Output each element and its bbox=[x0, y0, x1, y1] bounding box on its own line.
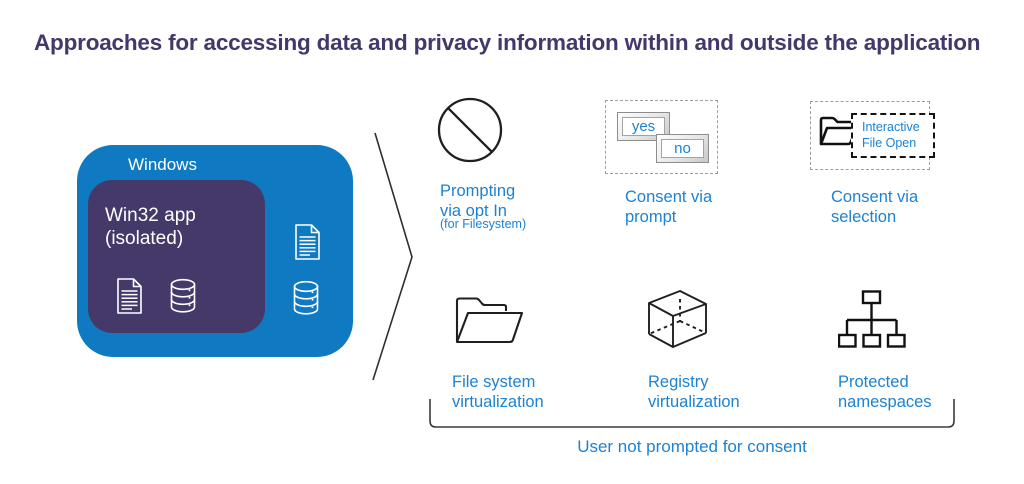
sublabel-for-filesystem: (for Filesystem) bbox=[440, 217, 527, 231]
interactive-file-open-label: Interactive File Open bbox=[862, 120, 920, 150]
no-entry-icon bbox=[437, 97, 503, 163]
database-icon bbox=[170, 278, 196, 313]
yes-button-label: yes bbox=[622, 117, 665, 136]
open-folder-icon bbox=[455, 297, 524, 344]
page-title: Approaches for accessing data and privac… bbox=[34, 30, 981, 55]
label-file-system-virtualization: File system virtualization bbox=[452, 373, 544, 411]
cube-icon bbox=[648, 290, 707, 348]
chevron-separator bbox=[372, 132, 413, 381]
consent-via-selection-group: Interactive File Open bbox=[810, 101, 935, 170]
no-button-illustration: no bbox=[656, 134, 709, 163]
label-consent-via-prompt: Consent via prompt bbox=[625, 188, 713, 226]
windows-label: Windows bbox=[128, 155, 197, 174]
hierarchy-icon bbox=[838, 290, 906, 348]
label-registry-virtualization: Registry virtualization bbox=[648, 373, 740, 411]
label-prompting-via-opt-in: Prompting via opt In bbox=[440, 182, 516, 220]
yes-no-dialog-group: yes no bbox=[605, 100, 718, 174]
document-icon bbox=[295, 224, 320, 260]
no-button-label: no bbox=[661, 139, 704, 158]
win32-app-box: Win32 app (isolated) bbox=[88, 180, 265, 333]
document-icon bbox=[117, 278, 142, 314]
label-protected-namespaces: Protected namespaces bbox=[838, 373, 932, 411]
group-bracket bbox=[429, 399, 955, 428]
interactive-file-open-callout: Interactive File Open bbox=[851, 113, 935, 158]
database-icon bbox=[293, 280, 319, 315]
bracket-caption: User not prompted for consent bbox=[577, 437, 807, 456]
label-consent-via-selection: Consent via selection bbox=[831, 188, 919, 226]
windows-container-box: Windows Win32 app (isolated) bbox=[77, 145, 353, 357]
win32-app-label: Win32 app (isolated) bbox=[105, 205, 196, 249]
